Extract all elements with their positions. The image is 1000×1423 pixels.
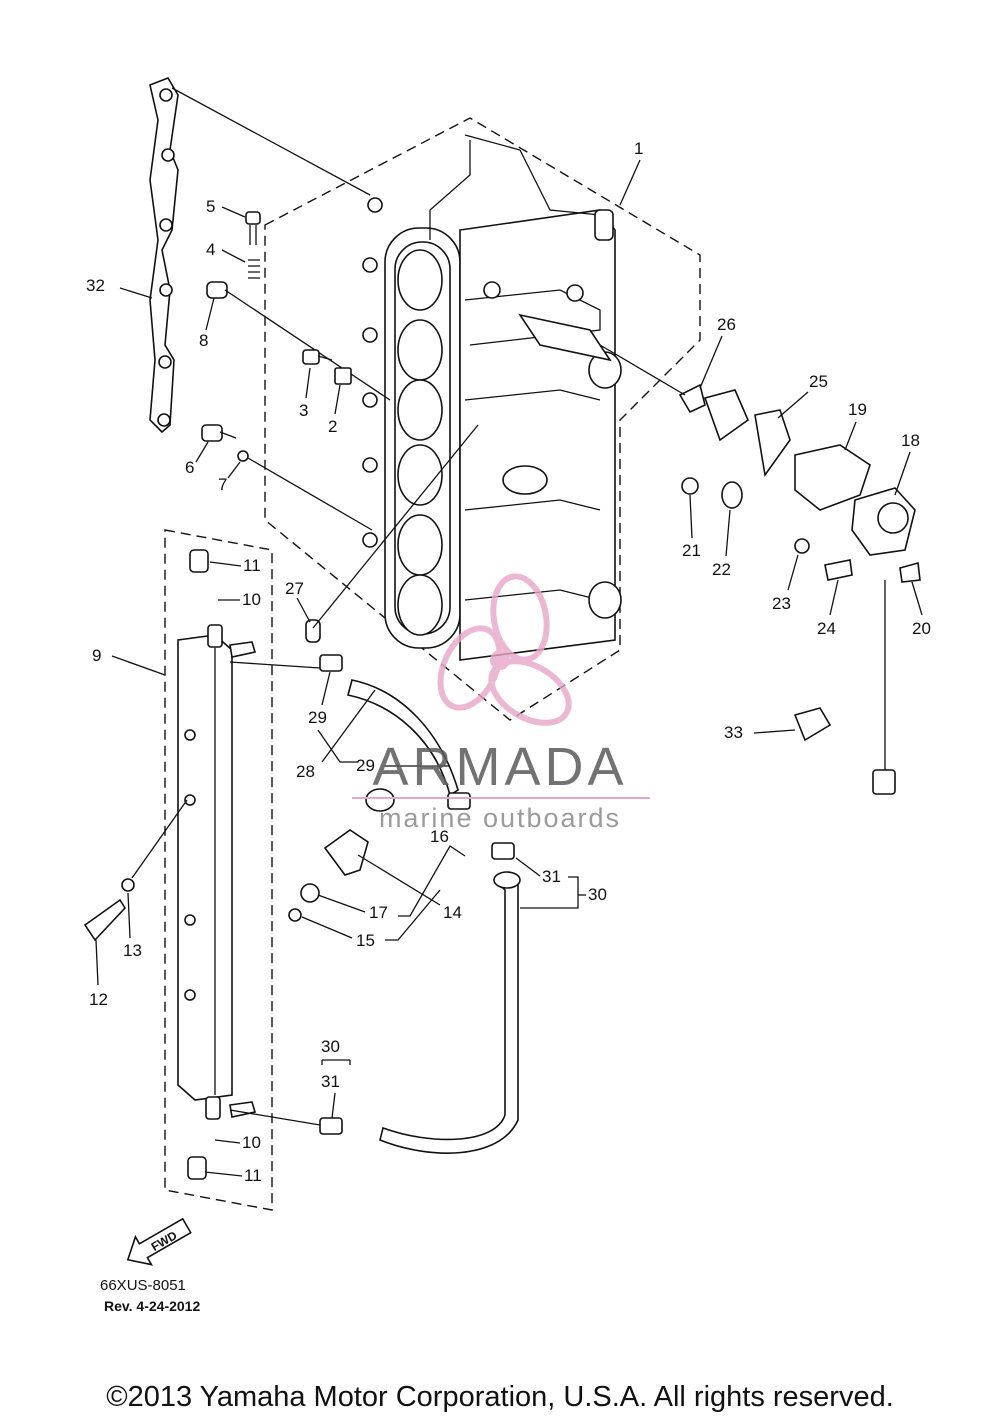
callout-31-lower: 31 [321, 1072, 340, 1091]
callout-20: 20 [912, 619, 931, 638]
callout-33: 33 [724, 723, 743, 742]
callout-25: 25 [809, 372, 828, 391]
intake-manifold-assembly [264, 117, 701, 721]
injector-assembly [229, 661, 395, 1126]
callout-28: 28 [296, 762, 315, 781]
revision-date: Rev. 4-24-2012 [104, 1298, 200, 1314]
watermark-brand: ARMADA [372, 737, 627, 797]
part-27-sleeve [305, 619, 321, 643]
throttle-sensor-parts [599, 344, 921, 795]
callout-6: 6 [185, 458, 194, 477]
callout-32: 32 [86, 276, 105, 295]
callout-9: 9 [92, 646, 101, 665]
fuel-hoses [319, 654, 521, 1154]
armada-watermark: ARMADA marine outboards [352, 573, 650, 833]
callout-14: 14 [443, 903, 462, 922]
callout-5: 5 [206, 197, 215, 216]
callout-11-top: 11 [243, 556, 261, 575]
callout-12: 12 [89, 990, 108, 1009]
propeller-logo [437, 573, 572, 726]
callout-30-right: 30 [588, 885, 607, 904]
callout-13: 13 [123, 941, 142, 960]
callout-19: 19 [848, 400, 867, 419]
fwd-arrow: FWD [126, 1217, 192, 1266]
callout-31-right: 31 [542, 867, 561, 886]
callout-4: 4 [206, 240, 215, 259]
callout-27: 27 [285, 579, 304, 598]
callout-18: 18 [901, 431, 920, 450]
callout-labels: 1 2 3 4 5 6 7 8 9 10 11 12 13 14 15 16 1… [86, 139, 931, 1185]
callout-2: 2 [328, 417, 337, 436]
callout-10-top: 10 [242, 590, 261, 609]
fuel-rail-bracket [149, 77, 179, 434]
fuel-rail-pipe [164, 529, 273, 1211]
callout-17: 17 [369, 903, 388, 922]
callout-15: 15 [356, 931, 375, 950]
callout-29-upper: 29 [308, 708, 327, 727]
callout-10-bottom: 10 [242, 1133, 261, 1152]
callout-22: 22 [712, 560, 731, 579]
callout-26: 26 [717, 315, 736, 334]
mounting-bolt [83, 799, 188, 942]
callout-16: 16 [430, 827, 449, 846]
callout-7: 7 [218, 475, 227, 494]
callout-23: 23 [772, 594, 791, 613]
small-fasteners [201, 211, 391, 531]
callout-30-lower: 30 [321, 1037, 340, 1056]
callout-1: 1 [634, 139, 643, 158]
callout-29-lower: 29 [356, 756, 375, 775]
callout-24: 24 [817, 619, 836, 638]
copyright-notice: ©2013 Yamaha Motor Corporation, U.S.A. A… [106, 1381, 894, 1413]
callout-11-bottom: 11 [244, 1166, 262, 1185]
callout-21: 21 [682, 541, 701, 560]
callout-8: 8 [199, 331, 208, 350]
watermark-tagline: marine outboards [379, 803, 621, 833]
part-code: 66XUS-8051 [100, 1277, 186, 1294]
callout-3: 3 [299, 401, 308, 420]
